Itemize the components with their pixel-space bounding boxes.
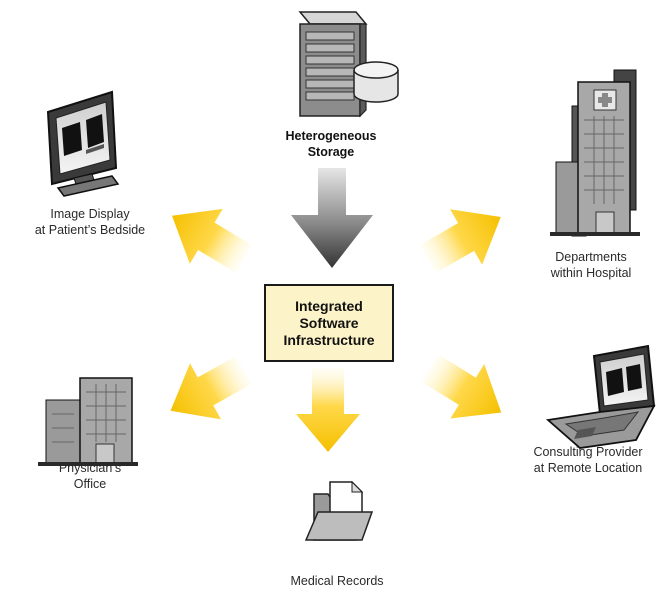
folder-icon — [304, 480, 374, 541]
arrow-storage-to-center — [291, 168, 373, 268]
integrated-software-infrastructure-box: Integrated Software Infrastructure — [264, 284, 394, 362]
hospital-building-icon — [550, 69, 640, 237]
storage-label: Heterogeneous Storage — [285, 129, 377, 159]
laptop-icon — [545, 344, 656, 449]
remote-provider-label: Consulting Provider at Remote Location — [533, 445, 643, 475]
office-building-icon — [38, 377, 138, 466]
monitor-icon — [46, 90, 120, 197]
arrow-to-physician-office — [170, 356, 252, 420]
server-with-disk-icon — [298, 11, 399, 118]
arrow-to-remote-provider — [421, 354, 502, 419]
bedside-label: Image Display at Patient’s Bedside — [34, 207, 146, 237]
medical-records-label: Medical Records — [290, 574, 384, 588]
departments-label: Departments within Hospital — [550, 250, 632, 280]
arrow-to-medical-records — [296, 368, 360, 452]
arrow-to-bedside — [171, 208, 253, 273]
physician-office-label: Physician’s Office — [58, 461, 122, 491]
arrow-to-departments — [420, 209, 501, 273]
